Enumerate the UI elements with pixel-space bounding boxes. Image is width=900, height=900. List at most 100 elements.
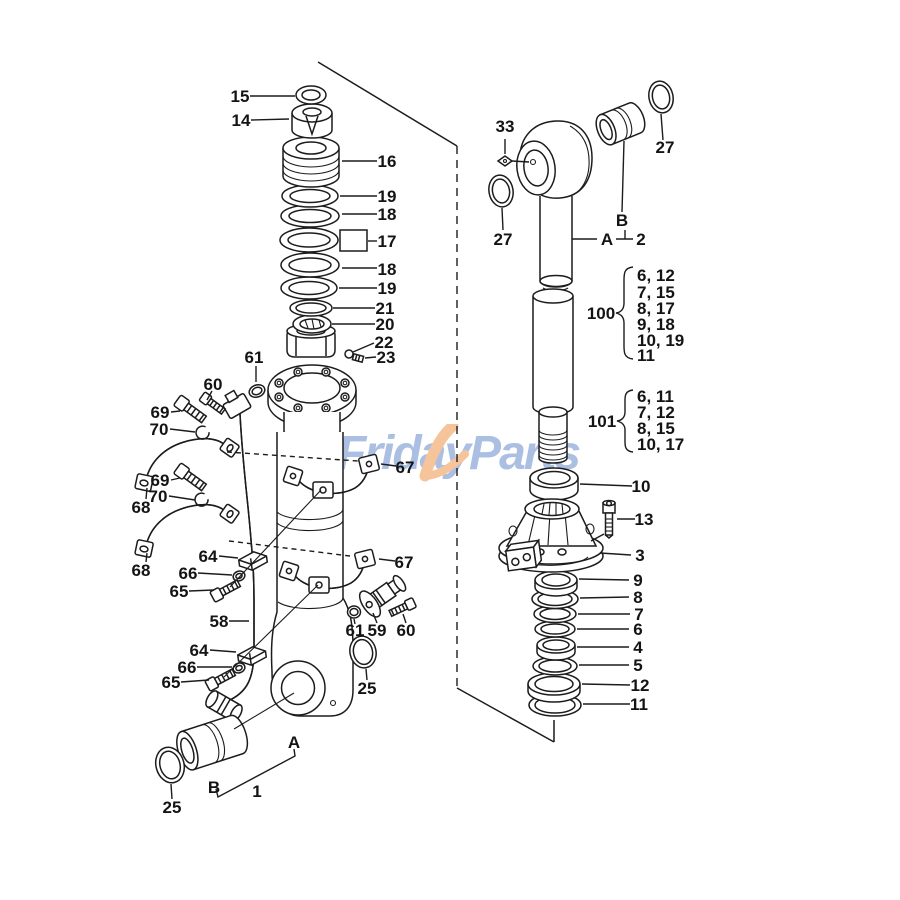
callout-61-top: 61: [245, 348, 264, 367]
callout-11: 11: [630, 695, 648, 714]
callout-66-upper: 66: [179, 564, 198, 583]
seal-27-right: [646, 79, 676, 115]
o-ring-61-lower: [348, 606, 361, 618]
wedge-64-upper: [237, 549, 269, 573]
steel-ball: [345, 350, 353, 358]
callout-6: 6: [633, 620, 642, 639]
piston-seal-stack: [280, 185, 339, 299]
group-100-row: 7, 15: [637, 283, 675, 302]
part-17-callout-box: [340, 230, 367, 251]
callout-27-right: 27: [656, 138, 675, 157]
eye-bushing-right: [592, 100, 648, 148]
callout-25-mid: 25: [358, 679, 377, 698]
callout-12: 12: [631, 676, 650, 695]
callout-69-upper: 69: [151, 403, 170, 422]
callout-23: 23: [377, 348, 396, 367]
callout-9: 9: [633, 571, 642, 590]
bolt-60-lower: [387, 596, 418, 619]
callout-68-lower: 68: [132, 561, 151, 580]
callout-58: 58: [210, 612, 229, 631]
callout-7: 7: [634, 605, 643, 624]
callout-33: 33: [496, 117, 515, 136]
set-screw: [352, 354, 363, 362]
callout-1: 1: [252, 782, 261, 801]
callout-21: 21: [376, 299, 395, 318]
piston-rod-assembly: [486, 79, 676, 716]
callout-A-left: A: [288, 733, 300, 752]
callout-15: 15: [231, 87, 250, 106]
callout-70-lower: 70: [149, 487, 168, 506]
callout-10: 10: [632, 477, 651, 496]
callout-2: 2: [636, 230, 645, 249]
callout-22: 22: [375, 333, 394, 352]
piston-ring-21: [290, 300, 332, 316]
callout-101: 101: [588, 412, 616, 431]
callout-69-lower: 69: [151, 471, 170, 490]
rod-upper: [540, 196, 572, 291]
callout-25-bottom: 25: [163, 798, 182, 817]
group-100-row: 11: [637, 346, 655, 365]
flange-bolt-holes: [275, 368, 349, 412]
callout-A-right: A: [601, 230, 613, 249]
tube-bottom-eye: [271, 661, 325, 715]
piston-ring-20: [293, 315, 331, 333]
callout-19-lower: 19: [378, 279, 397, 298]
pipe-elbow: [219, 387, 251, 419]
seal-27-left: [486, 173, 515, 209]
callout-65-upper: 65: [170, 582, 189, 601]
callout-60-lower: 60: [397, 621, 416, 640]
callout-4: 4: [633, 638, 643, 657]
stop-ring: [296, 86, 326, 104]
socket-bolt-13: [603, 501, 615, 539]
callout-16: 16: [378, 152, 397, 171]
callout-60-top: 60: [204, 375, 223, 394]
callout-70-upper: 70: [150, 420, 169, 439]
callout-13: 13: [635, 510, 654, 529]
group-100-row: 9, 18: [637, 315, 675, 334]
callout-3: 3: [635, 546, 644, 565]
group-101-row: 8, 15: [637, 419, 675, 438]
callout-17: 17: [378, 232, 397, 251]
group-101-row: 7, 12: [637, 403, 675, 422]
callout-B-left: B: [208, 778, 220, 797]
callout-labels: 15 14 16 19 18 17 18 19 21 20 22 23 61 6…: [132, 87, 685, 817]
cylinder-head-gland: [499, 499, 603, 572]
callout-66-lower: 66: [178, 658, 197, 677]
seal-12: [528, 673, 580, 702]
callout-18-upper: 18: [378, 205, 397, 224]
dust-seal-25-bottom: [152, 744, 188, 786]
group-100-row: 8, 17: [637, 299, 675, 318]
seal-4: [537, 637, 575, 660]
rod-eye: [513, 121, 592, 198]
pipe-end-fitting: [203, 689, 244, 723]
bolt-65-lower: [204, 666, 238, 693]
callout-68-upper: 68: [132, 498, 151, 517]
gland-seal-stack: [528, 571, 581, 716]
callout-64-upper: 64: [199, 547, 218, 566]
clamp-band-68-lower: [133, 502, 241, 559]
ring-10: [530, 468, 578, 500]
callout-61-lower: 61: [346, 621, 365, 640]
o-ring-61-top: [247, 383, 266, 400]
rod-lower: [533, 289, 573, 463]
piston: [283, 137, 339, 187]
dust-seal-25-mid: [347, 634, 379, 671]
callout-64-lower: 64: [190, 641, 209, 660]
grease-fitting: [498, 156, 529, 166]
callout-5: 5: [633, 656, 642, 675]
watermark-swoosh-icon: [419, 424, 469, 482]
group-100-row: 6, 12: [637, 266, 675, 285]
bolt-65-upper: [209, 577, 243, 604]
callout-59: 59: [368, 621, 387, 640]
cylinder-tube: [272, 412, 353, 716]
view-boundary: [318, 62, 554, 742]
group-101-row: 10, 17: [637, 435, 684, 454]
cushion-plunger: [292, 104, 332, 138]
elbow-fitting-59: [356, 569, 412, 621]
cylinder-tube-assembly: [133, 86, 418, 786]
callout-65-lower: 65: [162, 673, 181, 692]
seal-6: [535, 621, 575, 637]
callout-18-lower: 18: [378, 260, 397, 279]
